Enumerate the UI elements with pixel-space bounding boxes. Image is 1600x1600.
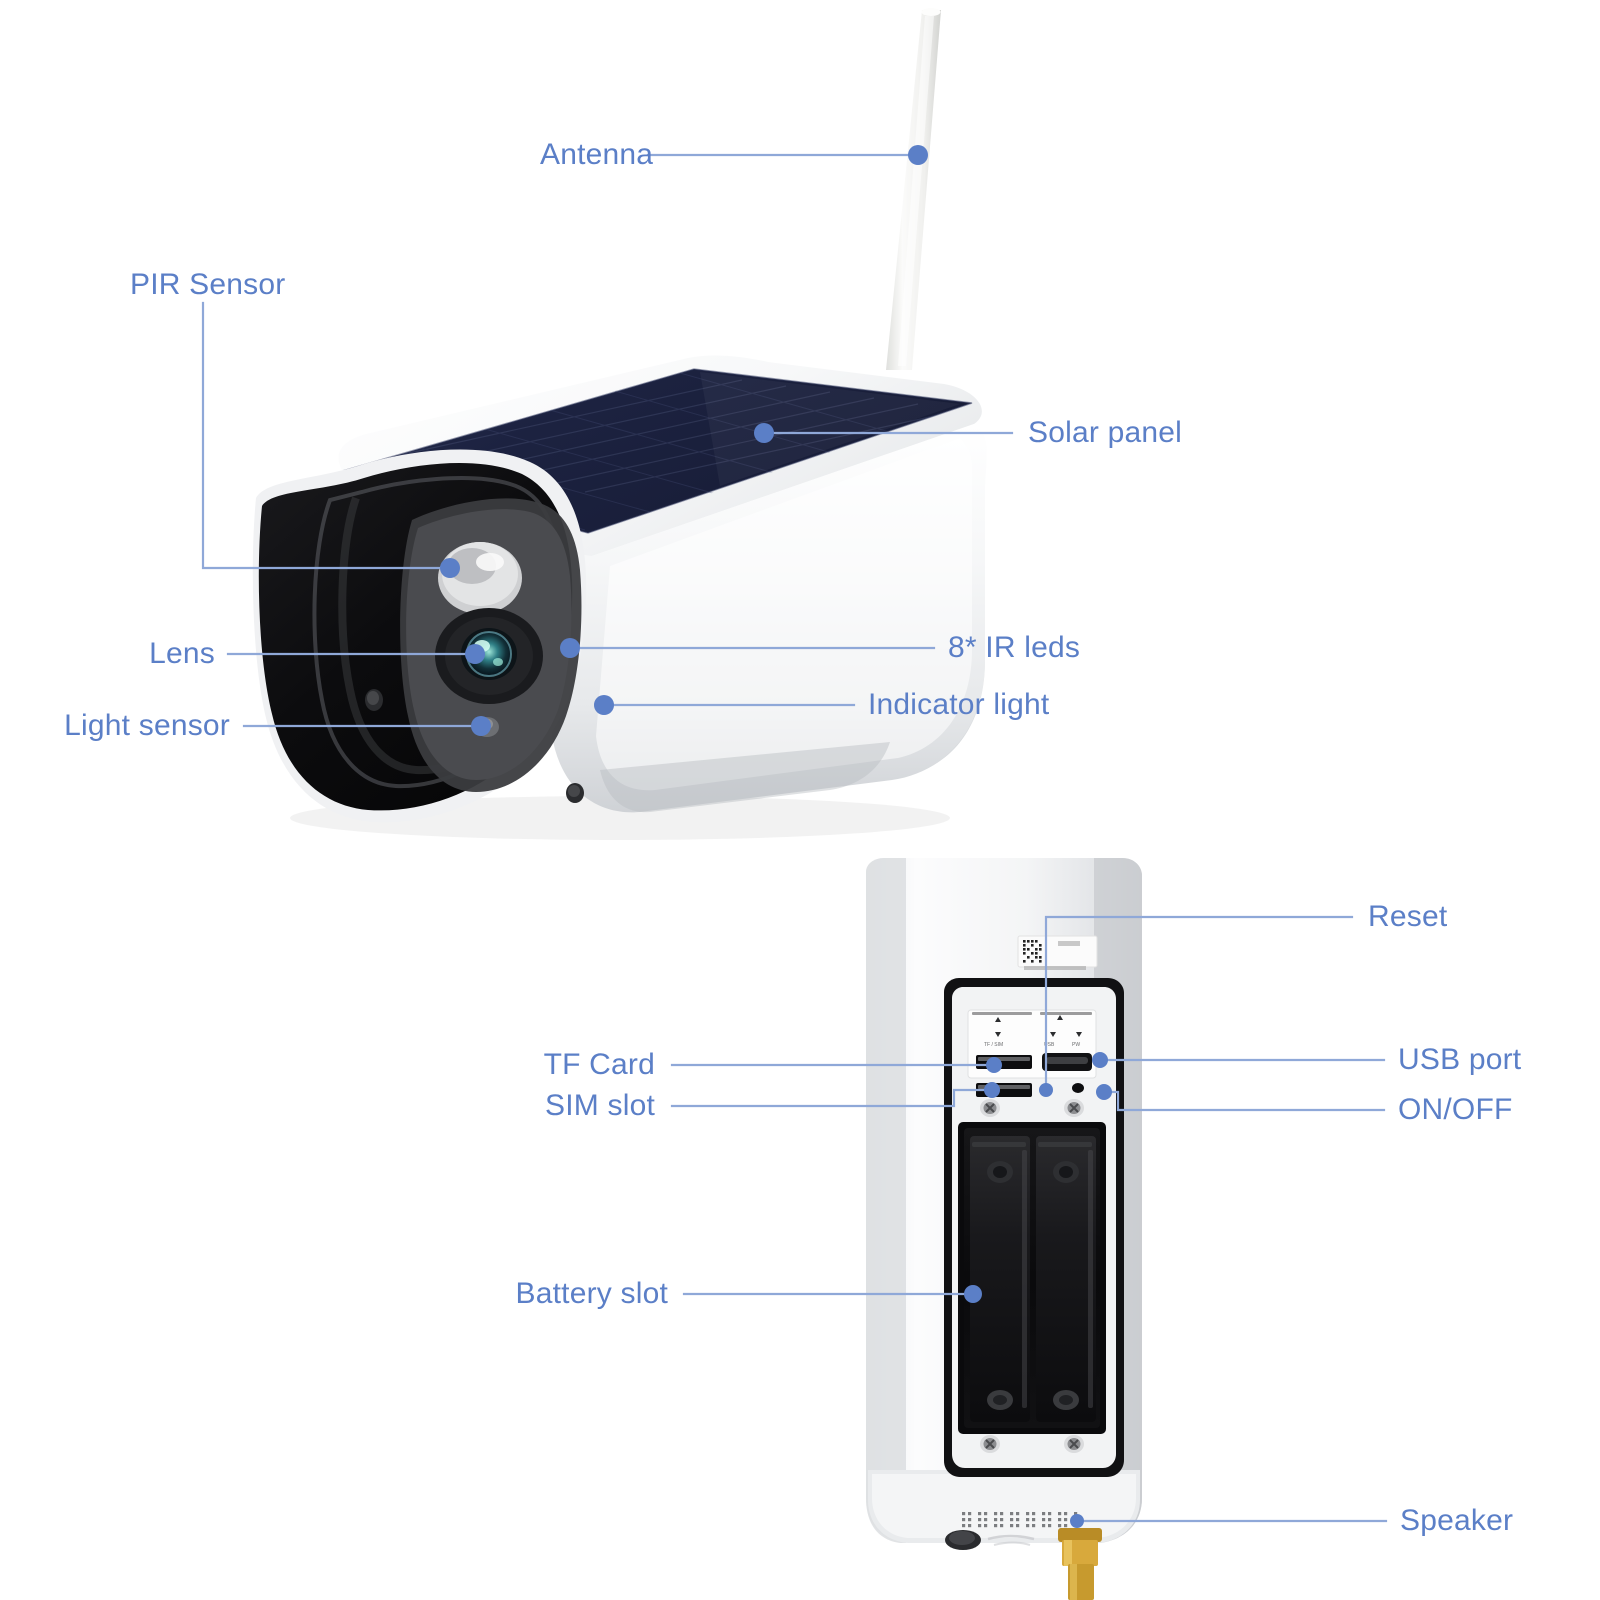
front-camera-artwork <box>252 8 987 840</box>
callout-label-light-sensor: Light sensor <box>64 709 230 742</box>
callout-label-battery-slot: Battery slot <box>515 1277 668 1310</box>
product-sticker <box>1017 935 1098 970</box>
dot-light-sensor <box>471 716 491 736</box>
leader-onoff <box>1102 1090 1386 1112</box>
dot-battery <box>964 1285 982 1303</box>
svg-text:TF / SIM: TF / SIM <box>984 1042 1003 1048</box>
dot-tf <box>986 1057 1002 1073</box>
callout-label-ir-leds: 8* IR leds <box>948 631 1081 664</box>
dot-lens <box>465 644 485 664</box>
antenna-connector <box>1058 1528 1102 1600</box>
camera-front-face <box>252 449 587 823</box>
dot-pir <box>440 558 460 578</box>
callout-label-antenna: Antenna <box>540 138 654 171</box>
callout-label-reset: Reset <box>1368 900 1448 933</box>
dot-usb <box>1092 1052 1108 1068</box>
callout-label-pir-sensor: PIR Sensor <box>130 268 286 301</box>
rear-camera-artwork: TF / SIM USB PW <box>866 858 1142 1600</box>
antenna-part <box>886 8 941 370</box>
leader-pir <box>201 301 452 570</box>
callout-label-tf-card: TF Card <box>543 1048 655 1081</box>
lens-part <box>435 608 543 704</box>
callout-label-speaker: Speaker <box>1400 1504 1514 1537</box>
callout-label-usb-port: USB port <box>1398 1043 1522 1076</box>
dot-antenna <box>908 145 928 165</box>
callout-label-sim-slot: SIM slot <box>545 1089 655 1122</box>
dot-reset <box>1039 1083 1053 1097</box>
leader-sim <box>670 1088 994 1108</box>
battery-slot-part <box>958 1122 1106 1434</box>
callout-label-lens: Lens <box>149 637 215 670</box>
dot-ir <box>560 638 580 658</box>
leader-reset <box>1044 915 1354 1092</box>
camera-housing <box>252 355 987 840</box>
callout-label-on-off: ON/OFF <box>1398 1093 1513 1126</box>
usb-port-slot <box>1042 1053 1092 1071</box>
svg-text:PW: PW <box>1072 1042 1080 1048</box>
callout-dots <box>440 145 1112 1528</box>
dot-sim <box>984 1082 1000 1098</box>
callout-leaders <box>201 153 1388 1523</box>
callout-label-solar-panel: Solar panel <box>1028 416 1182 449</box>
dot-speaker <box>1070 1514 1084 1528</box>
on-off-button <box>1072 1083 1084 1093</box>
dot-onoff <box>1096 1084 1112 1100</box>
pir-sensor-part <box>438 542 522 614</box>
svg-text:USB: USB <box>1044 1042 1055 1048</box>
tf-card-slot <box>976 1055 1032 1069</box>
callout-label-indicator-light: Indicator light <box>868 688 1050 721</box>
dot-indicator <box>594 695 614 715</box>
panel-screws <box>980 1099 1084 1453</box>
dot-solar <box>754 423 774 443</box>
